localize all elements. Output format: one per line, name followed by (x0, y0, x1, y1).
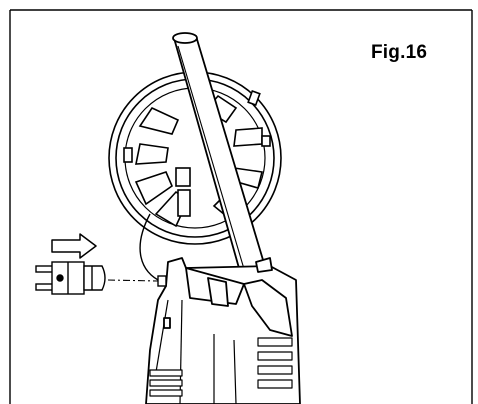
figure-border (9, 9, 473, 404)
tool-body-icon (145, 32, 301, 404)
socket-port (157, 275, 167, 287)
cable-connector-icon (35, 261, 159, 295)
cable-line (139, 213, 163, 283)
arrow-right-icon (51, 233, 97, 259)
figure-label: Fig.16 (371, 42, 428, 63)
